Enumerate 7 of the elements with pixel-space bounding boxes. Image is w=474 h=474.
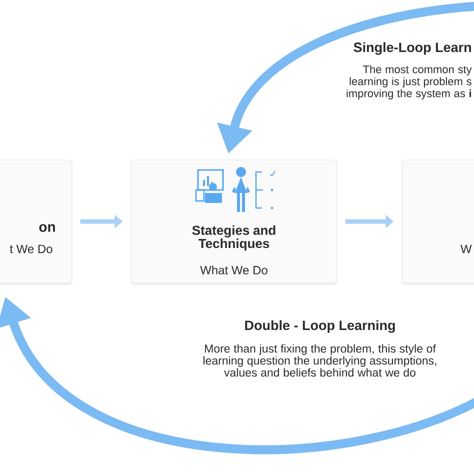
description-text: The most common sty learning is just problem s improving the system as i: [346, 65, 472, 100]
description-text: More than just fixing the problem, this style of learning question the underlying assumptions, values and beliefs behind what we do: [204, 344, 436, 377]
process-box: on t We Do: [0, 160, 72, 285]
heading: Single-Loop Learn: [354, 42, 471, 55]
process-box: W: [402, 160, 474, 285]
process-box: Stategies and Techniques What We Do: [130, 160, 338, 285]
heading: Double - Loop Learning: [245, 320, 395, 333]
